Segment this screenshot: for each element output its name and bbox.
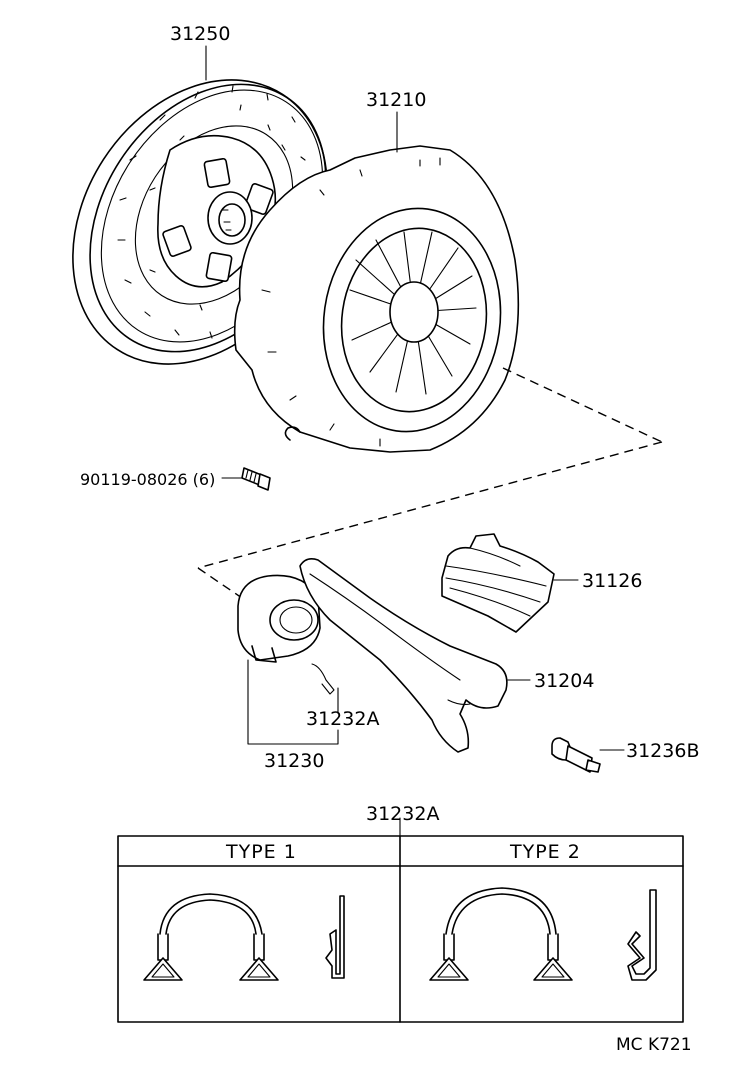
label-fork-support: 31236B: [626, 740, 699, 762]
type2-clip-side: [627, 889, 657, 981]
release-bearing: [237, 574, 321, 663]
label-boot: 31126: [582, 570, 642, 592]
clip-types-table: [117, 835, 684, 1023]
hub-clip-installed: [311, 663, 335, 695]
fork-support: [551, 737, 601, 773]
label-release-bearing: 31230: [264, 750, 324, 772]
release-fork: [299, 558, 508, 753]
label-clip-table-title: 31232A: [366, 803, 439, 825]
clutch-cover: [233, 145, 520, 453]
leader-lines: [205, 45, 625, 837]
label-clutch-disc: 31250: [170, 23, 230, 45]
table-header-type1: TYPE 1: [225, 841, 297, 863]
boot: [441, 533, 555, 633]
diagram-code: MC K721: [616, 1035, 692, 1055]
label-clutch-cover: 31210: [366, 89, 426, 111]
alignment-lines: [197, 367, 663, 599]
bolt: [241, 467, 271, 491]
label-release-fork: 31204: [534, 670, 594, 692]
table-header-type2: TYPE 2: [509, 841, 581, 863]
type1-clip-front: [143, 893, 279, 981]
type2-clip-front: [429, 887, 573, 981]
type1-clip-side: [325, 895, 345, 979]
label-hub-clip: 31232A: [306, 708, 379, 730]
label-bolt: 90119-08026 (6): [80, 470, 215, 489]
